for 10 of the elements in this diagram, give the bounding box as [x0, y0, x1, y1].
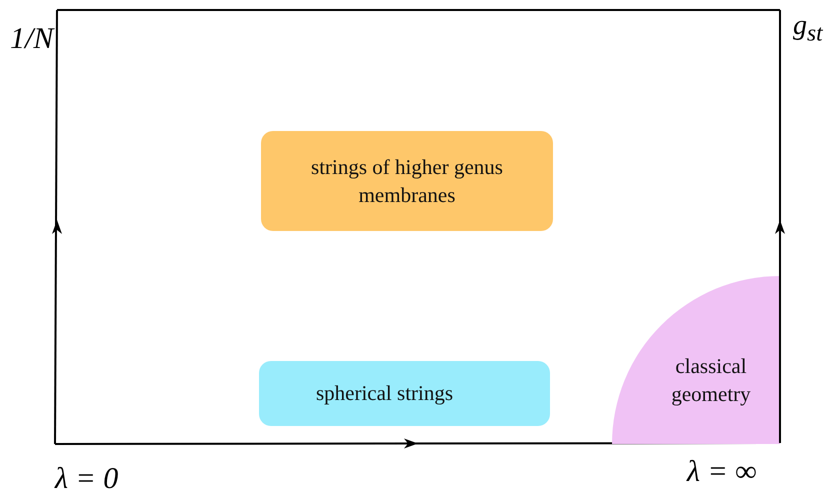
node-text: spherical strings [316, 380, 454, 408]
axis-label: λ = 0 [55, 462, 118, 496]
node-text: strings of higher genus membranes [310, 154, 504, 209]
quarter-circle-region [612, 276, 780, 444]
node-text: classical geometry [670, 352, 752, 408]
axis-label: λ = ∞ [687, 455, 757, 489]
process-box [261, 131, 553, 231]
axis-label: 1/N [10, 22, 54, 56]
process-box [259, 361, 550, 426]
axis-label: g$_{st}$ [793, 10, 823, 48]
